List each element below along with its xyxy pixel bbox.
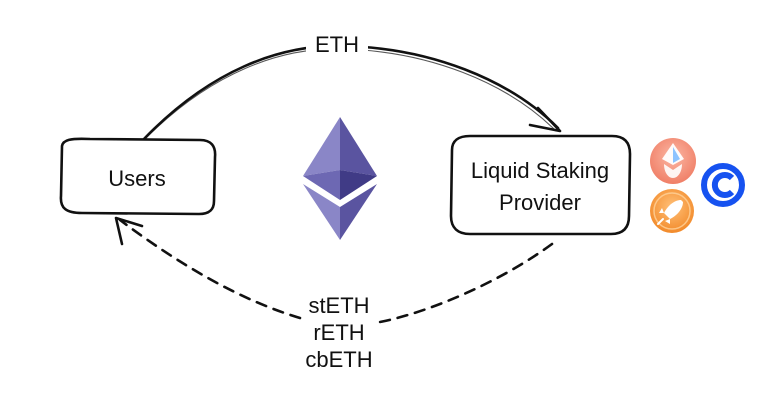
coinbase-logo-icon — [701, 163, 745, 207]
provider-label-line1: Liquid Staking — [471, 158, 609, 183]
lst-return-arrow — [114, 216, 554, 324]
eth-arrowhead — [528, 106, 562, 133]
reth-label: rETH — [313, 320, 364, 345]
rocket-pool-logo-icon — [650, 189, 694, 233]
steth-label: stETH — [308, 293, 369, 318]
provider-label-line2: Provider — [499, 190, 581, 215]
users-label: Users — [108, 166, 165, 191]
ethereum-logo-icon — [303, 117, 377, 240]
cbeth-label: cbETH — [305, 347, 372, 372]
users-node: Users — [59, 137, 217, 216]
lido-logo-icon — [650, 138, 696, 184]
eth-label: ETH — [315, 32, 359, 57]
provider-node: Liquid Staking Provider — [449, 134, 632, 236]
eth-arrow — [141, 44, 562, 142]
eth-label-bg — [306, 30, 368, 58]
lst-arrowhead — [114, 216, 144, 246]
